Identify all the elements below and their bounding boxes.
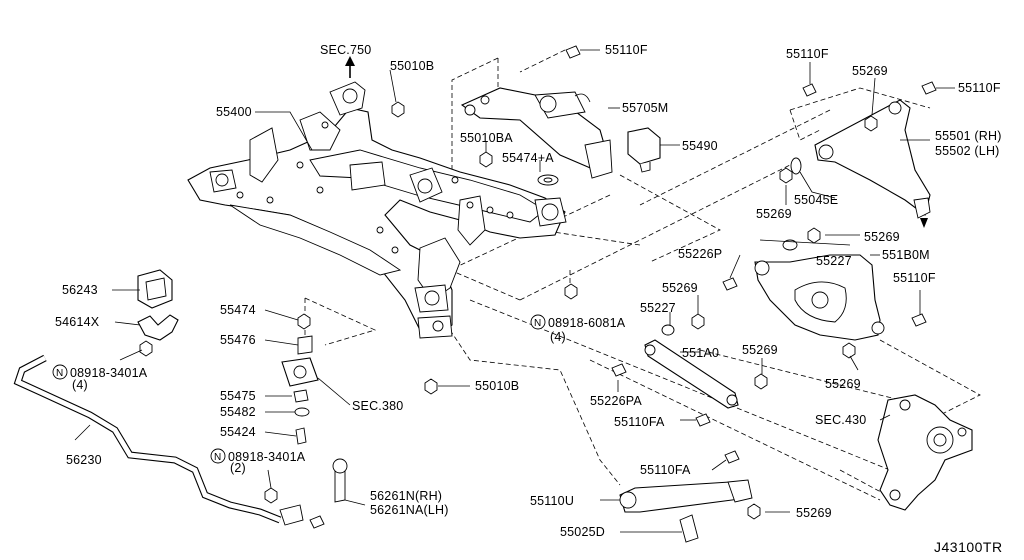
label-55110F-right-top: 55110F [786,47,829,61]
label-56243: 56243 [62,283,98,297]
label-08918-3401A-a-qty: (4) [72,378,88,392]
note-08918-6081A: N 08918-6081A (4) [530,314,626,344]
label-55010BA: 55010BA [460,131,513,145]
label-08918-3401A-b-qty: (2) [230,461,246,475]
link-551A0 [644,339,739,409]
label-55045E: 55045E [794,193,838,207]
label-08918-6081A: 08918-6081A [548,316,626,330]
label-08918-3401A-b: 08918-3401A [228,450,306,464]
stabilizer-bar-56230 [13,354,282,524]
label-55400: 55400 [216,105,252,119]
part-labels: SEC.750 55010B 55400 55110F 55705M 55010… [52,43,1003,555]
lower-arm-551B0M [754,254,885,341]
label-55705M: 55705M [622,101,668,115]
label-56230: 56230 [66,453,102,467]
label-sec380: SEC.380 [352,399,403,413]
label-55010B-top: 55010B [390,59,434,73]
label-55227-b: 55227 [640,301,676,315]
sensor-55490 [627,127,661,173]
label-55110F-top: 55110F [605,43,648,57]
label-54614X: 54614X [55,315,100,329]
leader-lines [74,49,955,533]
note-08918-3401A-b: N 08918-3401A (2) [210,448,306,475]
label-55110FA-a: 55110FA [614,415,665,429]
label-55502: 55502 (LH) [935,144,1000,158]
label-551B0M: 551B0M [882,248,930,262]
label-55474: 55474 [220,303,256,317]
label-sec750: SEC.750 [320,43,371,57]
label-55269-b: 55269 [864,230,900,244]
rod-56261N [279,458,348,526]
label-55269-d: 55269 [742,343,778,357]
clamp-54614X [137,314,179,341]
n-marker: N [56,368,63,379]
label-55476: 55476 [220,333,256,347]
bushing-56243 [137,269,173,309]
label-08918-3401A-a: 08918-3401A [70,366,148,380]
label-55474A: 55474+A [502,151,554,165]
label-55501: 55501 (RH) [935,129,1002,143]
label-55475: 55475 [220,389,256,403]
label-55226PA: 55226PA [590,394,642,408]
label-55226P: 55226P [678,247,722,261]
label-55110U: 55110U [530,494,574,508]
label-sec430: SEC.430 [815,413,866,427]
label-551A0: 551A0 [682,346,719,360]
label-55269-mid: 55269 [756,207,792,221]
actuator-55705M [460,87,613,179]
label-55110FA-b: 55110FA [640,463,691,477]
subframe-55400 [187,81,567,339]
knuckle-sec430 [877,394,973,511]
fasteners [139,45,937,543]
label-55110F-c: 55110F [893,271,936,285]
label-56261NA: 56261NA(LH) [370,503,449,517]
note-08918-3401A-a: N 08918-3401A (4) [52,364,148,392]
link-55110U [619,479,753,513]
upper-arm-55501 [814,99,931,228]
label-55269-top: 55269 [852,64,888,78]
sec750-arrow [345,56,355,78]
label-55424: 55424 [220,425,256,439]
n-marker: N [214,452,221,463]
label-55227-a: 55227 [816,254,852,268]
label-55269-e: 55269 [825,377,861,391]
label-08918-6081A-qty: (4) [550,330,566,344]
label-55010B-bottom: 55010B [475,379,519,393]
drawing-code: J43100TR [934,539,1003,555]
label-55269-f: 55269 [796,506,832,520]
label-55025D: 55025D [560,525,605,539]
label-56261N: 56261N(RH) [370,489,442,503]
label-55269-c: 55269 [662,281,698,295]
n-marker: N [534,318,541,329]
label-55482: 55482 [220,405,256,419]
label-55490: 55490 [682,139,718,153]
label-55110F-right: 55110F [958,81,1001,95]
